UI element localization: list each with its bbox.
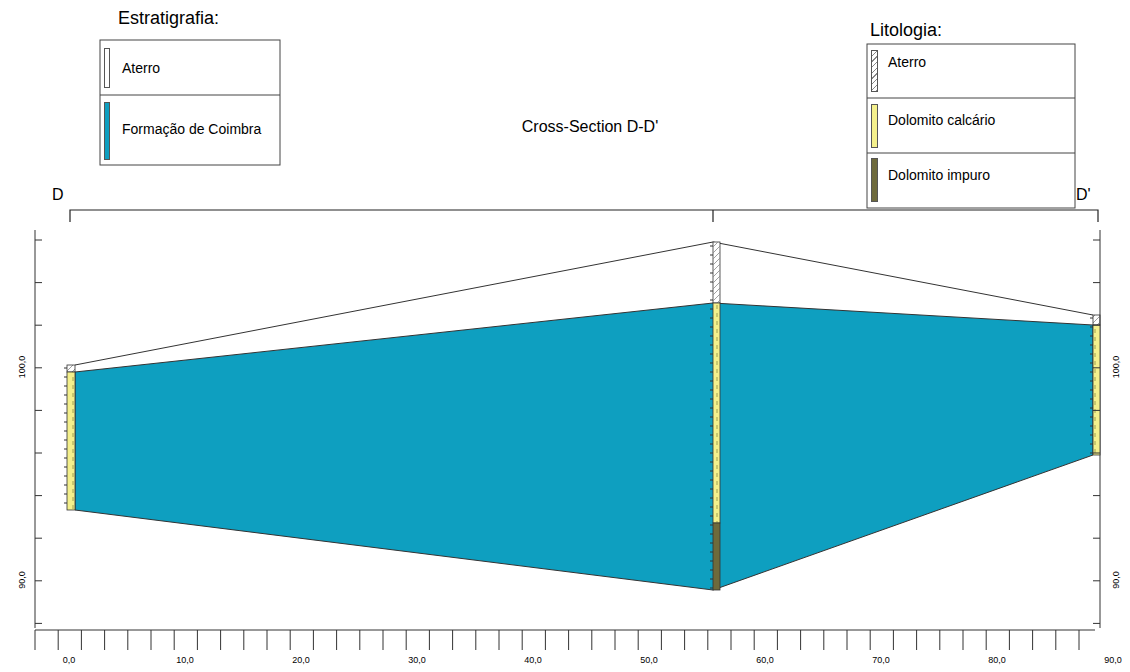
legend-swatch xyxy=(871,104,878,148)
distance-label: 80,0 xyxy=(988,655,1006,665)
legend-text: Aterro xyxy=(122,60,160,76)
distance-label: 60,0 xyxy=(756,655,774,665)
legend-hatch-swatch xyxy=(871,50,878,92)
axis-ticks xyxy=(35,240,1100,650)
distance-label: 30,0 xyxy=(408,655,426,665)
legend-divider xyxy=(100,95,280,96)
legend-divider xyxy=(867,153,1075,154)
legend-swatch xyxy=(104,48,110,88)
legend-frame xyxy=(100,40,280,165)
distance-label: 40,0 xyxy=(524,655,542,665)
section-bracket xyxy=(70,210,1098,222)
fill-top-line xyxy=(75,242,1093,365)
distance-label: 50,0 xyxy=(640,655,658,665)
legend-heading: Litologia: xyxy=(870,20,942,41)
section-end-label: D xyxy=(52,186,64,204)
section-title: Cross-Section D-D' xyxy=(522,118,658,136)
distance-label: 0,0 xyxy=(63,655,76,665)
distance-label: 10,0 xyxy=(176,655,194,665)
elevation-label: 90,0 xyxy=(1111,571,1121,589)
legend-swatch xyxy=(104,102,110,160)
distance-label: 20,0 xyxy=(292,655,310,665)
formation-body xyxy=(75,303,1093,590)
legend-text: Formação de Coimbra xyxy=(122,121,261,137)
legend-divider xyxy=(867,98,1075,99)
legend-text: Aterro xyxy=(888,54,926,70)
legend-text: Dolomito impuro xyxy=(888,167,990,183)
legend-heading: Estratigrafia: xyxy=(118,8,219,29)
section-end-label: D' xyxy=(1076,186,1091,204)
distance-label: 90,0 xyxy=(1104,655,1122,665)
legend-swatch xyxy=(871,158,878,202)
elevation-label: 90,0 xyxy=(17,571,27,589)
borehole-middle xyxy=(713,242,720,590)
legend-text: Dolomito calcário xyxy=(888,112,995,128)
distance-axis xyxy=(35,630,1095,631)
elevation-label: 100,0 xyxy=(1111,356,1121,379)
distance-label: 70,0 xyxy=(872,655,890,665)
legend-frame xyxy=(867,44,1075,208)
borehole-right xyxy=(1093,315,1100,455)
elevation-label: 100,0 xyxy=(17,356,27,379)
borehole-left xyxy=(67,365,75,510)
elevation-axis xyxy=(35,230,36,628)
